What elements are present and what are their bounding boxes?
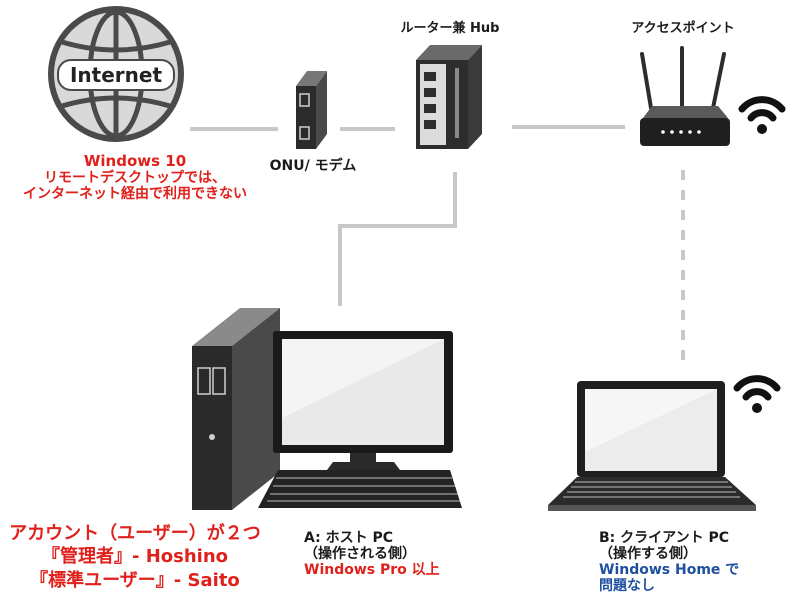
- desktop-pc-icon: [192, 308, 462, 510]
- accounts-line2: 『管理者』- Hoshino: [41, 546, 229, 568]
- internet-note-line1: Windows 10: [83, 152, 187, 170]
- globe-icon: [48, 6, 184, 142]
- client-pc-role: （操作する側）: [599, 546, 697, 563]
- connection-lines: [190, 125, 685, 362]
- client-pc-os: Windows Home で: [599, 562, 740, 579]
- onu-label: ONU/ モデム: [269, 158, 357, 174]
- router-label: ルーター兼 Hub: [400, 21, 500, 36]
- internet-label: Internet: [70, 63, 162, 87]
- host-pc-title: A: ホスト PC: [304, 530, 393, 546]
- wifi-icon: [733, 375, 781, 413]
- access-point-label: アクセスポイント: [631, 21, 735, 36]
- link-router-host: [338, 172, 457, 306]
- accounts-line1: アカウント（ユーザー）が２つ: [9, 523, 261, 544]
- wifi-icon: [738, 96, 786, 134]
- internet-note-line2: リモートデスクトップでは、: [44, 170, 226, 187]
- internet-note-line3: インターネット経由で利用できない: [23, 186, 247, 203]
- accounts-line3: 『標準ユーザー』- Saito: [30, 569, 240, 591]
- accounts-note: アカウント（ユーザー）が２つ 『管理者』- Hoshino 『標準ユーザー』- …: [0, 522, 270, 592]
- router-hub-icon: [416, 45, 482, 149]
- client-pc-title: B: クライアント PC: [599, 530, 729, 546]
- host-pc-caption: A: ホスト PC （操作される側） Windows Pro 以上: [304, 530, 440, 578]
- internet-note: Windows 10 リモートデスクトップでは、 インターネット経由で利用できな…: [10, 152, 260, 203]
- client-pc-caption: B: クライアント PC （操作する側） Windows Home で 問題なし: [599, 530, 739, 594]
- onu-modem-icon: [296, 71, 327, 149]
- laptop-icon: [548, 381, 756, 511]
- host-pc-os: Windows Pro 以上: [304, 562, 440, 579]
- host-pc-role: （操作される側）: [304, 546, 416, 563]
- access-point-icon: [640, 46, 730, 146]
- client-pc-os-note: 問題なし: [599, 578, 655, 595]
